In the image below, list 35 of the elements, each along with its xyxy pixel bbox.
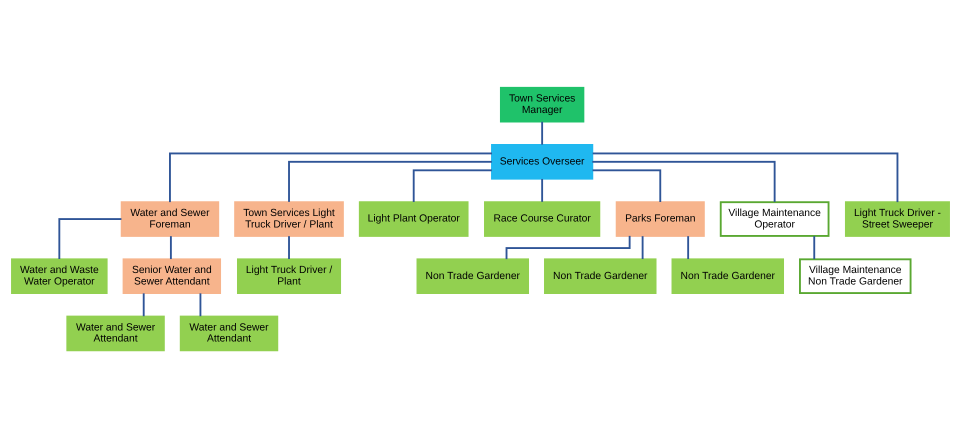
node-box: Town Services Manager bbox=[500, 86, 584, 122]
connector bbox=[592, 160, 776, 202]
connector bbox=[506, 236, 631, 260]
node-box: Non Trade Gardener bbox=[672, 258, 784, 294]
connector bbox=[142, 293, 145, 316]
node-box: Water and Sewer Attendant bbox=[66, 316, 165, 352]
node-box: Parks Foreman bbox=[616, 201, 705, 237]
connector bbox=[288, 236, 290, 260]
connector bbox=[288, 160, 492, 202]
connector bbox=[170, 236, 172, 260]
connector bbox=[58, 218, 122, 260]
node-box: Water and Sewer Attendant bbox=[180, 316, 278, 352]
node-box: Water and Sewer Foreman bbox=[120, 201, 220, 237]
connector bbox=[592, 169, 662, 202]
connector bbox=[412, 169, 492, 202]
connector bbox=[541, 178, 544, 202]
node-box: Race Course Curator bbox=[484, 201, 600, 237]
node-box: Senior Water and Sewer Attendant bbox=[122, 258, 222, 294]
connector bbox=[687, 236, 690, 260]
node-box: Non Trade Gardener bbox=[416, 258, 530, 294]
node-box: Services Overseer bbox=[491, 144, 594, 180]
connector bbox=[592, 152, 898, 202]
node-box: Non Trade Gardener bbox=[544, 258, 657, 294]
connector bbox=[813, 236, 816, 260]
node-box: Water and Waste Water Operator bbox=[11, 258, 108, 294]
node-box: Light Truck Driver / Plant bbox=[236, 258, 342, 294]
node-box: Village Maintenance Operator bbox=[720, 201, 830, 237]
connector bbox=[169, 152, 492, 202]
node-box: Town Services Light Truck Driver / Plant bbox=[234, 201, 344, 237]
connector bbox=[541, 122, 544, 145]
node-box: Village Maintenance Non Trade Gardener bbox=[799, 258, 912, 294]
connector bbox=[199, 293, 202, 316]
connector bbox=[642, 236, 644, 260]
node-box: Light Truck Driver - Street Sweeper bbox=[844, 201, 950, 237]
node-box: Light Plant Operator bbox=[358, 201, 469, 237]
